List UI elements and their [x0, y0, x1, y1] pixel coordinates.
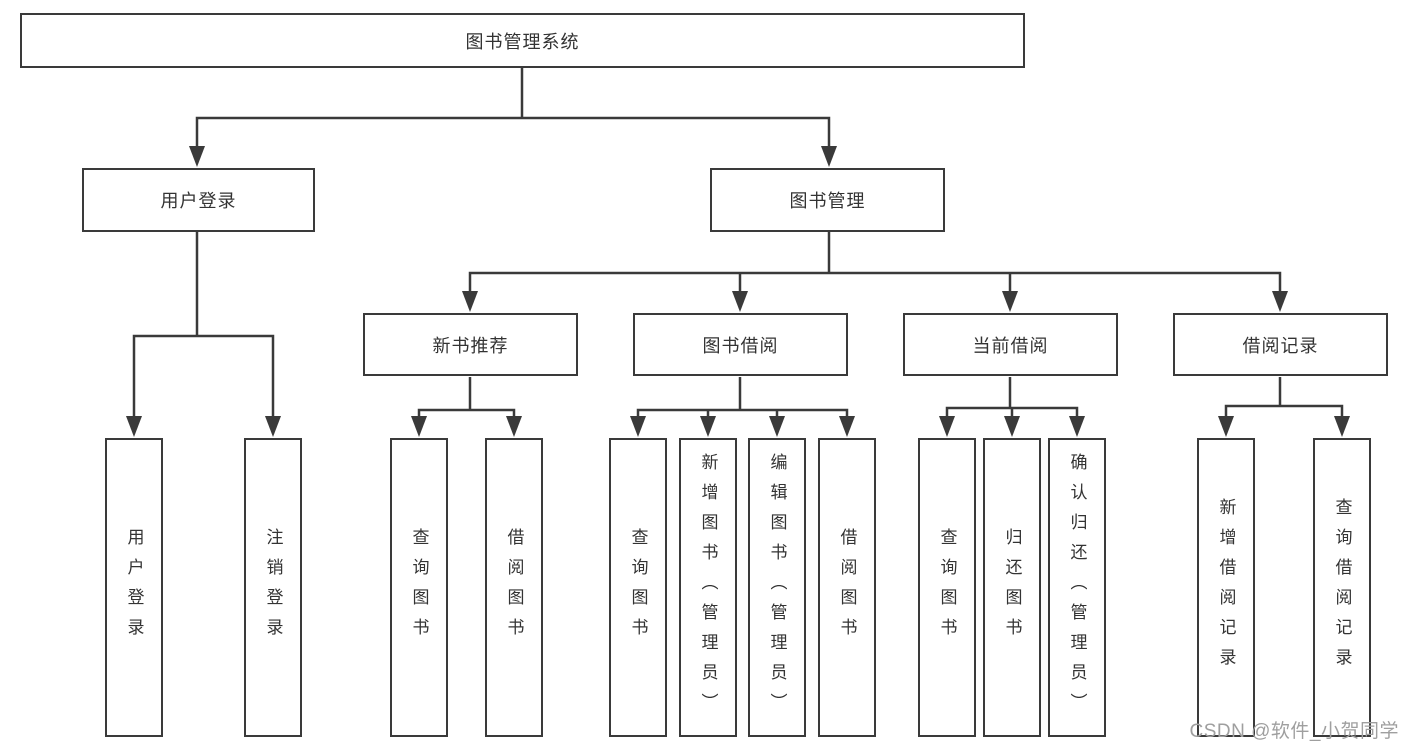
node-borrow-records: 借阅记录 [1173, 313, 1388, 376]
arrowheads [126, 146, 1350, 437]
leaf-borrow-books-borrowing: 借阅图书 [818, 438, 876, 737]
csdn-watermark: CSDN @软件_小贺同学 [1189, 721, 1399, 742]
node-new-book-recommend: 新书推荐 [363, 313, 578, 376]
leaf-add-books-admin: 新增图书（管理员） [679, 438, 737, 737]
leaf-borrow-books-recommend: 借阅图书 [485, 438, 543, 737]
leaf-query-books-recommend: 查询图书 [390, 438, 448, 737]
node-current-borrowing: 当前借阅 [903, 313, 1118, 376]
node-book-management: 图书管理 [710, 168, 945, 232]
leaf-query-borrow-record: 查询借阅记录 [1313, 438, 1371, 737]
leaf-user-login: 用户登录 [105, 438, 163, 737]
leaf-query-books-current: 查询图书 [918, 438, 976, 737]
node-user-login: 用户登录 [82, 168, 315, 232]
leaf-query-books-borrowing: 查询图书 [609, 438, 667, 737]
leaf-add-borrow-record: 新增借阅记录 [1197, 438, 1255, 737]
leaf-edit-books-admin: 编辑图书（管理员） [748, 438, 806, 737]
node-book-borrowing: 图书借阅 [633, 313, 848, 376]
node-library-system: 图书管理系统 [20, 13, 1025, 68]
leaf-return-books: 归还图书 [983, 438, 1041, 737]
leaf-logout: 注销登录 [244, 438, 302, 737]
leaf-confirm-return-admin: 确认归还（管理员） [1048, 438, 1106, 737]
